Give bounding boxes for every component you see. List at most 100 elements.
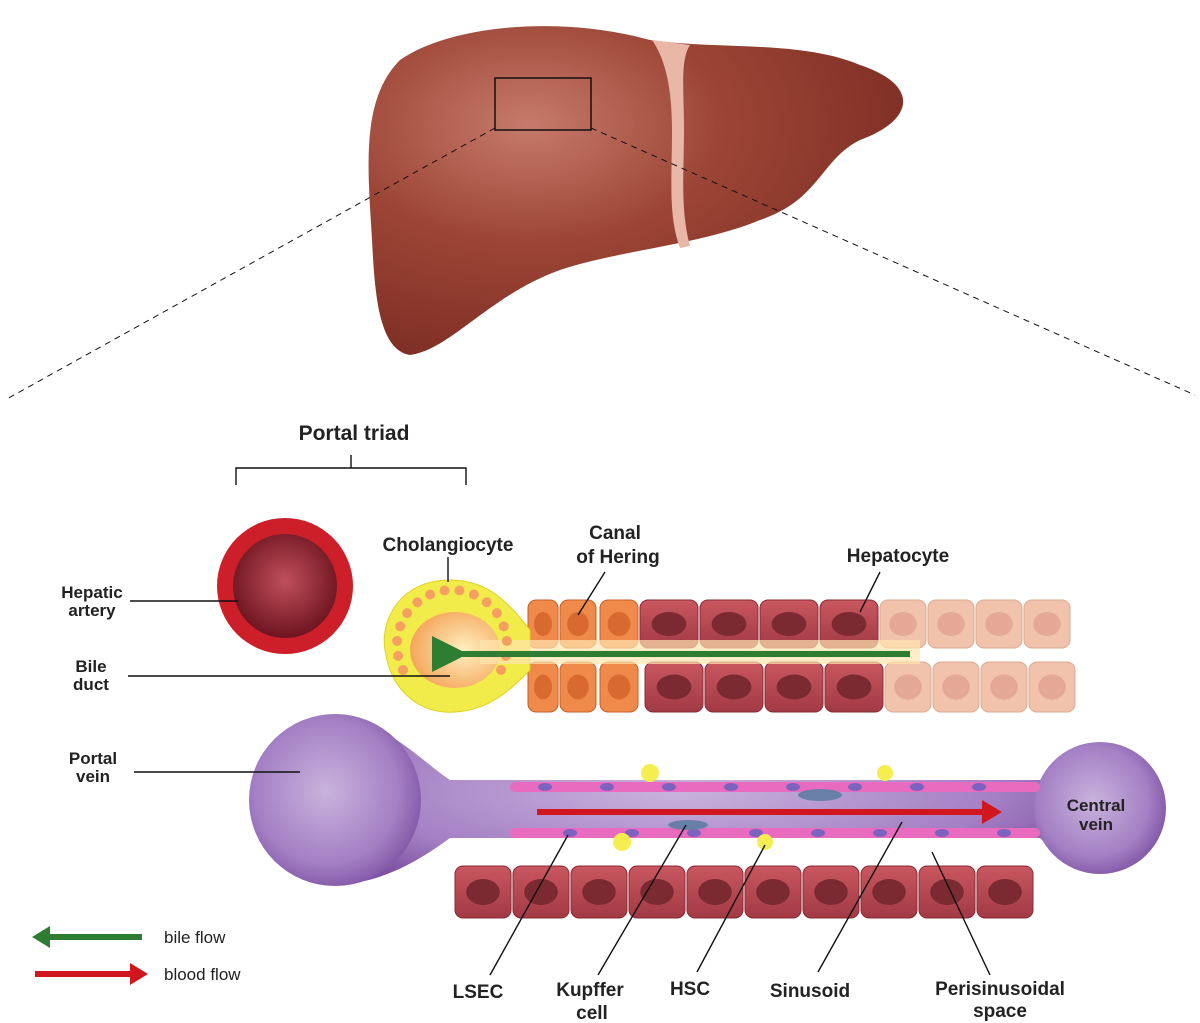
progenitor-cell — [527, 599, 559, 649]
progenitor-cell — [599, 599, 639, 649]
hepatic-artery — [217, 518, 353, 654]
cholangiocyte-nucleus — [496, 664, 507, 675]
progenitor-cell — [559, 599, 597, 649]
hepatocyte — [628, 865, 686, 919]
sinusoid-label: Sinusoid — [770, 981, 850, 1002]
lsec-nucleus — [538, 783, 552, 791]
cholangiocyte-nucleus — [412, 597, 423, 608]
lsec-nucleus — [811, 829, 825, 837]
cholangiocyte-nucleus — [392, 635, 403, 646]
hepatocyte — [918, 865, 976, 919]
hepatocyte — [802, 865, 860, 919]
lsec-nucleus — [935, 829, 949, 837]
hepatocyte-pale — [980, 661, 1028, 713]
cholangiocyte-nucleus — [439, 585, 450, 596]
perisinusoidal-space-leader — [931, 851, 991, 976]
cholangiocyte-label: Cholangiocyte — [383, 535, 514, 556]
lsec-band — [510, 828, 1040, 838]
hepatocyte — [764, 661, 824, 713]
hepatocyte-plates — [454, 599, 1076, 919]
cholangiocyte-nucleus — [454, 585, 465, 596]
hepatocyte — [704, 661, 764, 713]
lsec-nucleus — [786, 783, 800, 791]
portal-vein — [249, 714, 1166, 886]
sinusoid-leader — [817, 821, 903, 973]
central-vein — [1034, 742, 1166, 874]
hepatocyte — [644, 661, 704, 713]
canal-of-hering-leader — [577, 571, 606, 616]
cholangiocyte-nucleus — [498, 621, 509, 632]
lsec-nucleus — [749, 829, 763, 837]
cholangiocyte-nucleus — [425, 589, 436, 600]
legend-blood-label: blood flow — [164, 965, 241, 984]
lsec-nucleus — [997, 829, 1011, 837]
legend: bile flow blood flow — [32, 926, 241, 985]
falciform-ligament — [652, 40, 690, 248]
hsc-leader — [696, 844, 766, 973]
lsec-nucleus — [972, 783, 986, 791]
lsec-nucleus — [724, 783, 738, 791]
hepatocyte-pale — [879, 599, 927, 649]
lsec-nucleus — [662, 783, 676, 791]
blood-flow-arrowhead — [982, 800, 1002, 824]
hepatocyte — [699, 599, 759, 649]
cholangiocyte-nucleus — [402, 608, 413, 619]
cholangiocyte-nucleus — [395, 621, 406, 632]
hepatocyte-pale — [1028, 661, 1076, 713]
zoom-line-left — [4, 127, 496, 401]
zoom-line-right — [590, 127, 1196, 396]
zoom-box — [494, 77, 592, 131]
legend-blood-arrowhead — [130, 963, 148, 985]
cholangiocyte-nucleus — [501, 635, 512, 646]
lsec-nucleus — [600, 783, 614, 791]
hepatocyte-pale — [884, 661, 932, 713]
hepatocyte — [570, 865, 628, 919]
kupffer-cells — [668, 789, 842, 830]
hsc-label: HSC — [670, 979, 710, 1000]
lsec-nucleus — [687, 829, 701, 837]
hepatocyte — [824, 661, 884, 713]
hepatocyte-pale — [927, 599, 975, 649]
kupffer-cell-leader — [597, 824, 687, 976]
lsec-nucleus — [625, 829, 639, 837]
lsec-nucleus — [563, 829, 577, 837]
hepatocyte-pale — [932, 661, 980, 713]
legend-bile-arrowhead — [32, 926, 50, 948]
hepatocyte-leader — [859, 571, 881, 613]
hepatocyte — [454, 865, 512, 919]
liver — [368, 26, 904, 355]
hepatocyte-label: Hepatocyte — [847, 546, 949, 567]
hsc-cells — [613, 764, 893, 851]
lsec-nucleus — [910, 783, 924, 791]
hepatocyte — [759, 599, 819, 649]
hepatocyte — [686, 865, 744, 919]
hepatocyte — [860, 865, 918, 919]
progenitor-cell — [527, 661, 559, 713]
cholangiocyte-nucleus — [491, 608, 502, 619]
cholangiocyte-nucleus — [468, 589, 479, 600]
progenitor-cell — [559, 661, 597, 713]
lsec-nucleus — [873, 829, 887, 837]
hepatocyte — [744, 865, 802, 919]
cholangiocyte-nucleus — [397, 664, 408, 675]
hepatocyte — [512, 865, 570, 919]
hepatocyte — [819, 599, 879, 649]
lsec-leader — [489, 834, 569, 976]
portal-triad-title: Portal triad — [299, 422, 410, 445]
lsec-nucleus — [848, 783, 862, 791]
legend-bile-label: bile flow — [164, 928, 226, 947]
hepatocyte-pale — [975, 599, 1023, 649]
lsec-band — [510, 782, 1040, 792]
lsec-lining — [510, 782, 1040, 838]
lsec-label: LSEC — [453, 982, 504, 1003]
progenitor-cell — [599, 661, 639, 713]
